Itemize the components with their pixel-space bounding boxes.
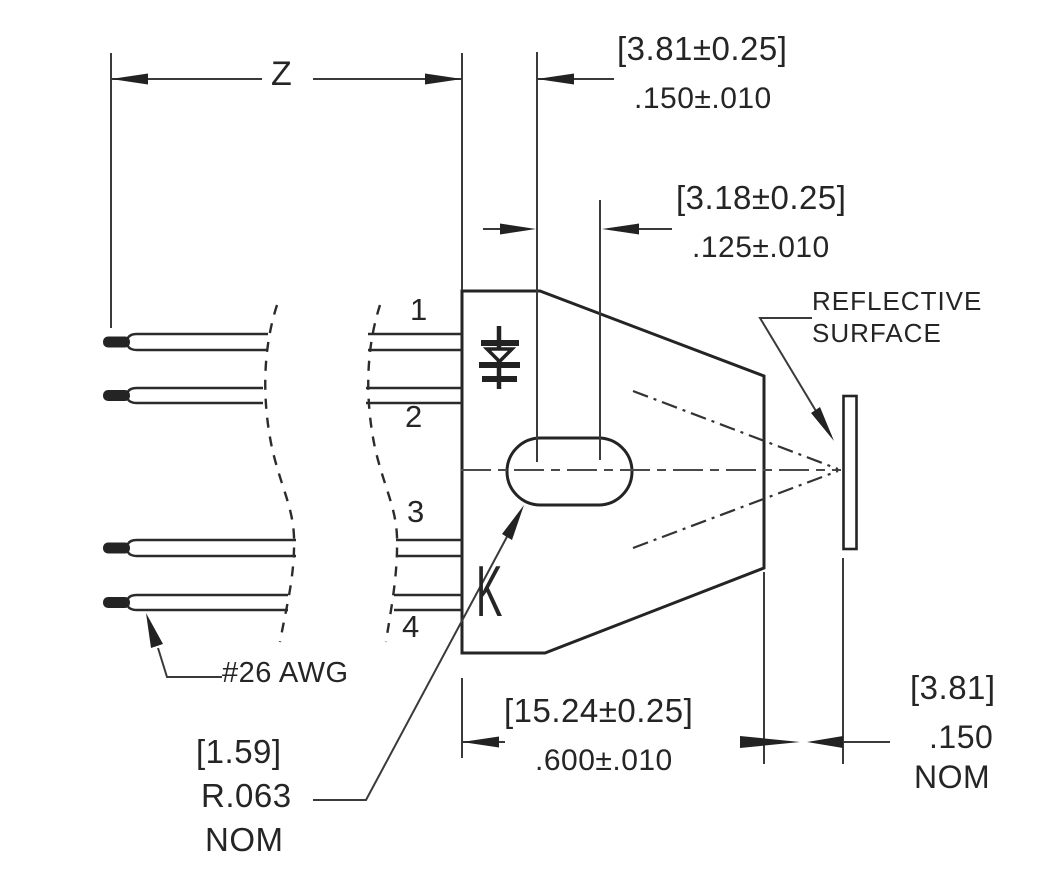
dim-lead-offset — [536, 52, 614, 462]
dim-lens-radius-qualifier: NOM — [205, 821, 284, 858]
pin-number-1: 1 — [410, 292, 428, 327]
lead-wires-left — [103, 332, 296, 612]
break-lines — [264, 304, 399, 643]
dim-body-length — [461, 572, 800, 764]
dim-z — [110, 53, 463, 328]
arrowhead-right-icon — [425, 73, 462, 85]
dim-window-offset — [483, 200, 672, 460]
wire-tip — [103, 390, 130, 401]
dim-window-offset-inch: .125±.010 — [692, 231, 830, 264]
reflective-surface-label-line2: SURFACE — [812, 318, 942, 348]
cathode-label: K — [476, 552, 503, 632]
arrowhead-icon — [502, 505, 524, 540]
arrowhead-icon — [811, 407, 834, 441]
pin-number-2: 2 — [405, 399, 423, 434]
wire-tip — [103, 542, 130, 554]
arrowhead-right-icon — [500, 223, 536, 235]
lens-radius-leader — [313, 505, 524, 801]
arrowhead-icon — [146, 613, 163, 648]
arrowhead-right-icon — [740, 736, 800, 748]
light-ray-lines — [632, 389, 839, 550]
pin-number-4: 4 — [402, 609, 420, 644]
dim-focal-distance-qualifier: NOM — [914, 759, 991, 795]
dim-z-label: Z — [271, 55, 293, 93]
lead-wires-right — [366, 332, 462, 612]
dim-lens-radius-inch: R.063 — [201, 777, 292, 814]
arrowhead-left-icon — [111, 73, 148, 85]
dim-focal-distance — [807, 558, 890, 764]
reflective-surface-strip — [842, 394, 858, 551]
lens-aperture — [505, 436, 634, 507]
pin-number-3: 3 — [407, 494, 425, 529]
arrowhead-left-icon — [537, 73, 574, 85]
diode-symbol-icon — [479, 326, 520, 389]
wire-tip — [103, 597, 130, 608]
dim-lens-radius-metric: [1.59] — [196, 733, 282, 770]
dim-lead-offset-inch: .150±.010 — [634, 82, 772, 115]
arrowhead-left-icon — [462, 736, 499, 748]
wire-gauge-leader — [146, 613, 222, 678]
arrowhead-left-icon — [602, 223, 639, 235]
dim-body-length-metric: [15.24±0.25] — [504, 692, 694, 729]
reflective-surface-leader — [758, 317, 834, 441]
wire-tip — [103, 336, 130, 348]
dim-lead-offset-metric: [3.81±0.25] — [617, 30, 788, 67]
arrowhead-left-icon — [807, 736, 843, 748]
dim-body-length-inch: .600±.010 — [535, 744, 673, 777]
dim-window-offset-metric: [3.18±0.25] — [676, 179, 847, 216]
wire-gauge-label: #26 AWG — [222, 657, 349, 689]
dim-focal-distance-inch: .150 — [929, 719, 994, 755]
reflective-surface-label-line1: REFLECTIVE — [812, 286, 983, 316]
dim-focal-distance-metric: [3.81] — [910, 669, 996, 706]
